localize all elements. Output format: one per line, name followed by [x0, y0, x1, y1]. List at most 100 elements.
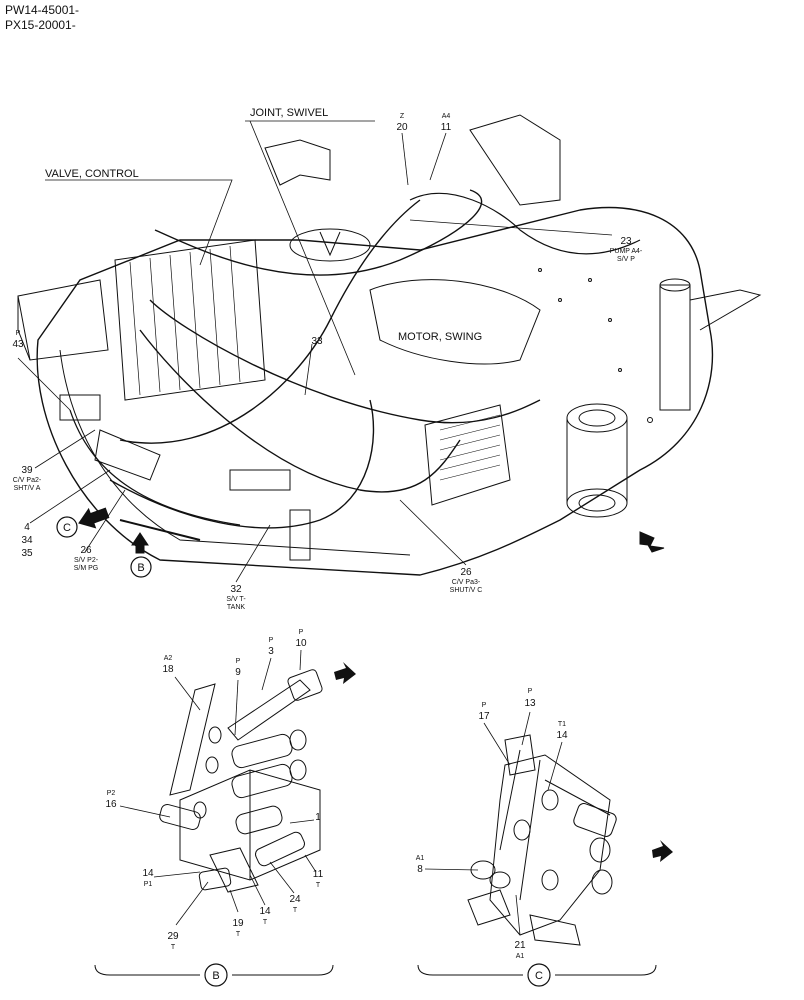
caption-motor-swing: MOTOR, SWING [398, 331, 482, 343]
detail-b-leader-lines [119, 649, 317, 926]
callout-23: 23 PUMP A4- S/V P [610, 236, 643, 263]
svg-text:19: 19 [232, 918, 244, 929]
detail-c-marker: C [527, 963, 551, 987]
svg-text:T: T [236, 931, 241, 938]
detail-c-callout-8: A1 8 [416, 855, 425, 875]
svg-text:29: 29 [167, 931, 179, 942]
callout-4-34-35: 4 34 35 [21, 522, 33, 559]
detail-b-drawing [159, 669, 323, 893]
svg-text:P2: P2 [107, 790, 116, 797]
header-line-2: PX15-20001- [5, 18, 76, 32]
detail-c-arrow-icon [652, 840, 673, 862]
detail-b-callout-18: A2 18 [162, 655, 174, 675]
svg-text:P: P [482, 702, 487, 709]
svg-text:A1: A1 [416, 855, 425, 862]
svg-text:C: C [63, 522, 71, 534]
caption-valve-control: VALVE, CONTROL [45, 168, 139, 180]
svg-text:8: 8 [417, 864, 423, 875]
detail-c-callout-21: 21 A1 [514, 940, 526, 960]
svg-text:11: 11 [441, 122, 452, 133]
detail-b-callout-3: P 3 [268, 637, 274, 657]
detail-b-callout-24: 24 T [289, 894, 301, 914]
view-marker-b: B [130, 556, 152, 578]
svg-text:23: 23 [620, 236, 632, 247]
svg-text:C: C [535, 970, 543, 982]
svg-text:24: 24 [289, 894, 301, 905]
svg-text:C/V Pa3-: C/V Pa3- [452, 579, 481, 586]
svg-text:20: 20 [396, 122, 408, 133]
svg-text:43: 43 [12, 339, 24, 350]
detail-b-callout-1: 1 [315, 812, 321, 823]
svg-text:1: 1 [315, 812, 321, 823]
svg-text:P: P [299, 629, 304, 636]
svg-text:B: B [212, 970, 219, 982]
svg-text:26: 26 [460, 567, 472, 578]
svg-text:33: 33 [311, 336, 323, 347]
detail-b-arrow-icon [334, 662, 356, 684]
callout-26-spm: 26 S/V P2- S/M PG [74, 545, 99, 572]
detail-b-callout-16: P2 16 [105, 790, 117, 810]
main-view-drawing [17, 114, 762, 576]
svg-text:Z: Z [400, 113, 405, 120]
main-view-arrows [78, 507, 665, 554]
detail-c-callout-14: T1 14 [556, 721, 568, 741]
detail-b-callout-29: 29 T [167, 931, 179, 951]
callout-20: Z 20 [396, 113, 408, 133]
svg-text:16: 16 [105, 799, 117, 810]
svg-text:S/V T-: S/V T- [226, 596, 246, 603]
detail-c-callout-17: P 17 [478, 702, 490, 722]
svg-text:S/V P2-: S/V P2- [74, 557, 99, 564]
detail-c-bracket [417, 964, 657, 976]
svg-text:P: P [236, 658, 241, 665]
svg-text:10: 10 [295, 638, 307, 649]
svg-text:T: T [171, 944, 176, 951]
svg-text:32: 32 [230, 584, 242, 595]
callout-26-shut: 26 C/V Pa3- SHUT/V C [450, 567, 483, 594]
caption-joint-swivel: JOINT, SWIVEL [250, 107, 328, 119]
svg-text:T: T [293, 907, 298, 914]
detail-b-callout-19: 19 T [232, 918, 244, 938]
svg-text:11: 11 [313, 869, 324, 880]
svg-text:A2: A2 [164, 655, 173, 662]
svg-text:T: T [316, 882, 321, 889]
callout-32: 32 S/V T- TANK [226, 584, 246, 611]
svg-text:14: 14 [259, 906, 271, 917]
svg-text:4: 4 [24, 522, 30, 533]
svg-text:26: 26 [80, 545, 92, 556]
svg-text:C/V Pa2-: C/V Pa2- [13, 477, 42, 484]
detail-b-callout-10: P 10 [295, 629, 307, 649]
view-marker-c: C [56, 516, 78, 538]
svg-text:14: 14 [142, 868, 154, 879]
callout-43: P 43 [12, 330, 24, 350]
detail-b-bracket [94, 964, 334, 976]
svg-text:A4: A4 [442, 113, 451, 120]
svg-text:14: 14 [556, 730, 568, 741]
detail-b-callout-14-t: 14 T [259, 906, 271, 926]
view-arrow-c [78, 507, 110, 529]
svg-text:3: 3 [268, 646, 274, 657]
svg-text:39: 39 [21, 465, 33, 476]
svg-text:P: P [16, 330, 21, 337]
header-line-1: PW14-45001- [5, 3, 79, 17]
svg-text:S/V P: S/V P [617, 256, 635, 263]
detail-b-callout-14-p1: 14 P1 [142, 868, 154, 888]
svg-text:17: 17 [478, 711, 490, 722]
svg-text:13: 13 [524, 698, 536, 709]
front-arrow [639, 531, 665, 553]
detail-b-callout-9: P 9 [235, 658, 241, 678]
callout-33: 33 [311, 336, 323, 347]
svg-text:21: 21 [514, 940, 526, 951]
svg-text:34: 34 [21, 535, 33, 546]
callout-11: A4 11 [441, 113, 452, 133]
callout-39: 39 C/V Pa2- SHT/V A [13, 465, 42, 492]
detail-b-marker: B [204, 963, 228, 987]
detail-c-callout-13: P 13 [524, 688, 536, 709]
svg-text:A1: A1 [516, 953, 525, 960]
svg-text:P1: P1 [144, 881, 153, 888]
svg-text:P: P [269, 637, 274, 644]
detail-c-drawing [467, 734, 617, 946]
svg-text:TANK: TANK [227, 604, 245, 611]
view-arrow-b [131, 532, 149, 554]
svg-text:35: 35 [21, 548, 33, 559]
